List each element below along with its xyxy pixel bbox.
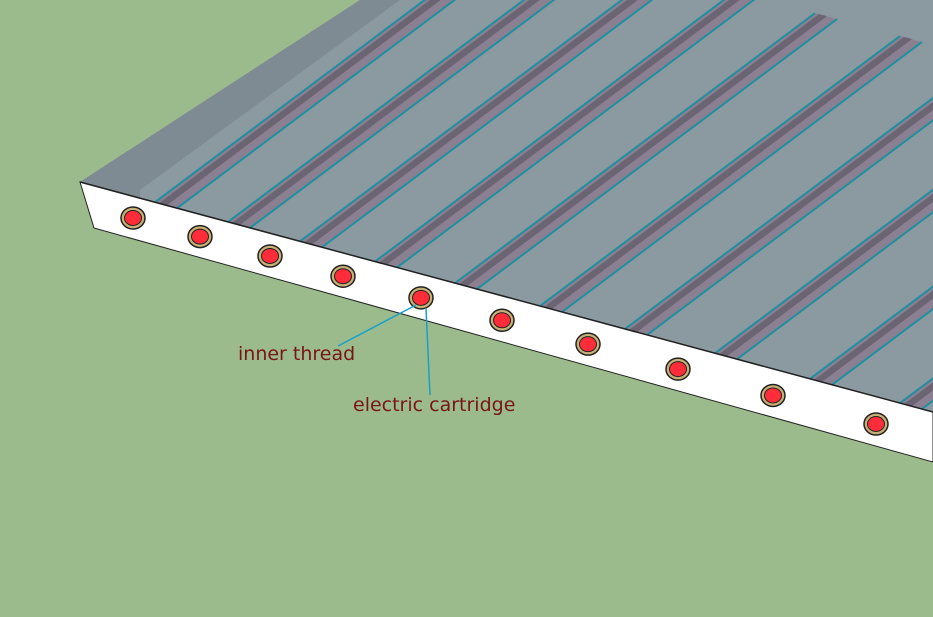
groove [454, 12, 838, 290]
cartridge-hole [120, 206, 146, 230]
cartridge-hole [330, 264, 356, 288]
plate-inner-wall [80, 0, 400, 205]
leader-line-electric-cartridge [425, 307, 431, 396]
leader-line-inner-thread [337, 304, 417, 347]
plate-front-edge [79, 181, 933, 413]
groove [714, 188, 933, 360]
annotation-electric-cartridge: electric cartridge [353, 394, 516, 416]
groove-group [154, 0, 933, 410]
groove [227, 0, 556, 229]
cartridge-hole [760, 383, 786, 408]
groove [539, 35, 923, 313]
hole-group [120, 206, 889, 436]
cartridge-hole [489, 308, 515, 333]
cartridge-hole [575, 332, 601, 356]
cartridge-hole [665, 357, 691, 381]
groove [374, 0, 756, 269]
groove [299, 0, 654, 249]
groove [624, 96, 933, 336]
annotation-inner-thread: inner thread [238, 343, 356, 365]
cartridge-hole [408, 286, 434, 310]
groove [899, 377, 933, 410]
groove [154, 0, 457, 209]
cartridge-hole [863, 412, 889, 436]
cartridge-hole [187, 224, 213, 249]
groove [809, 285, 933, 386]
cartridge-hole [257, 244, 283, 268]
